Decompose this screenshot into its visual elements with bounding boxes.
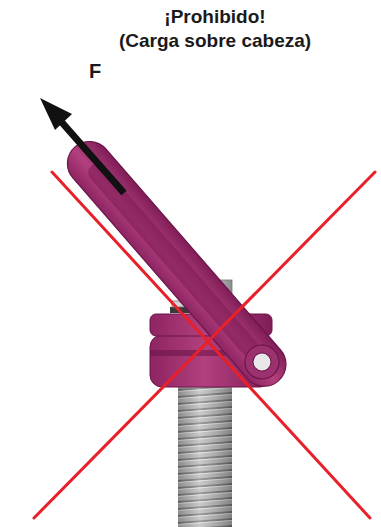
threaded-bolt	[178, 385, 232, 527]
warning-title: ¡Prohibido!	[164, 6, 265, 28]
lifting-link	[58, 132, 295, 395]
prohibition-cross	[34, 172, 375, 518]
warning-subtitle: (Carga sobre cabeza)	[119, 30, 311, 52]
force-arrow	[40, 98, 124, 193]
force-label: F	[89, 60, 101, 83]
